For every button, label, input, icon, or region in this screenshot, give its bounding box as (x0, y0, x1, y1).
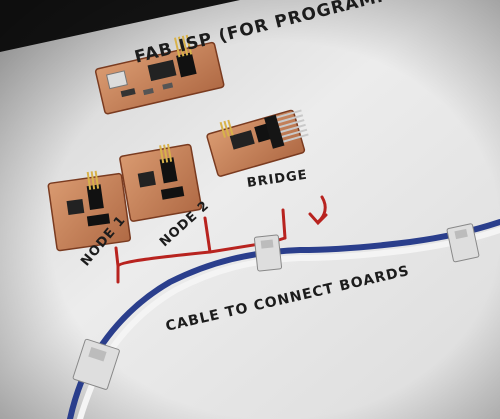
fabisp-board (94, 34, 225, 115)
cable-connector-left (72, 338, 120, 390)
red-bracket (114, 208, 287, 284)
cable-connector-right (446, 223, 480, 263)
ribbon-cable (67, 219, 500, 419)
node1-board (47, 170, 132, 252)
bridge-board (206, 109, 309, 177)
red-arrow (308, 195, 328, 226)
node2-board (119, 143, 203, 222)
cable-connector-middle (253, 234, 283, 272)
